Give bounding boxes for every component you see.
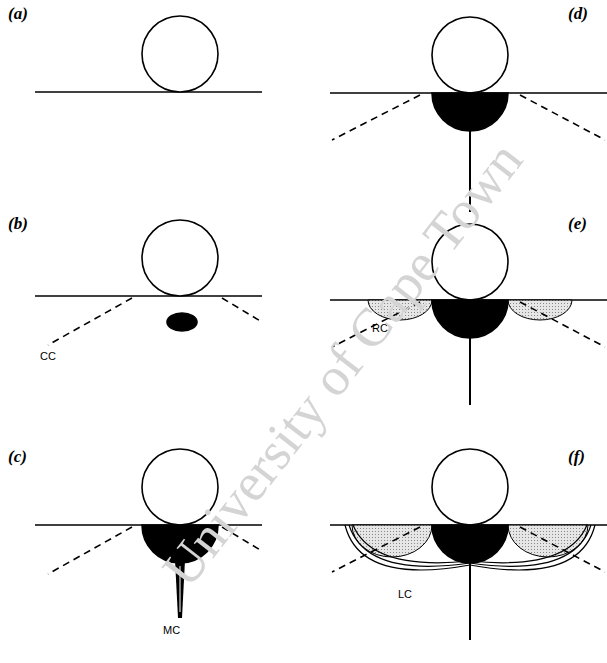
part-label: CC	[40, 350, 56, 362]
panel-label: (e)	[568, 214, 587, 234]
panel-label: (a)	[8, 4, 28, 24]
panel-label: (c)	[8, 447, 27, 467]
panel-label: (f)	[568, 447, 585, 467]
part-label: MC	[163, 624, 180, 636]
part-label: LC	[398, 588, 412, 600]
panel-label: (d)	[568, 4, 588, 24]
panel-label: (b)	[8, 214, 28, 234]
